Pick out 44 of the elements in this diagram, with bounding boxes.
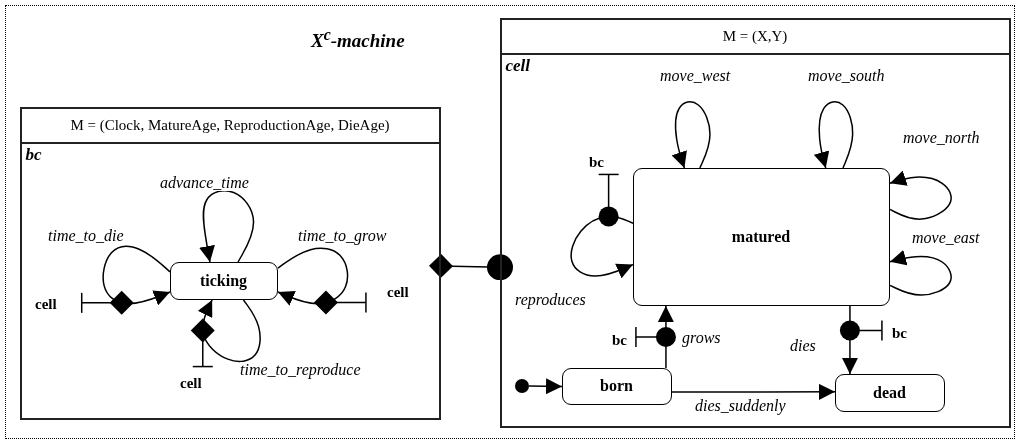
transition-arrow	[671, 383, 836, 400]
machine-name: bc	[25, 144, 42, 165]
self-loop-arrow	[197, 299, 261, 363]
state-name: born	[600, 377, 633, 395]
edge-label: move_west	[660, 68, 731, 84]
port-target-label: bc	[612, 333, 627, 348]
edge-label: time_to_reproduce	[240, 362, 361, 378]
state-variables-header: M = (X,Y)	[501, 19, 1009, 55]
state-box	[632, 167, 890, 306]
self-loop-arrow	[671, 101, 711, 169]
state-name: dead	[873, 383, 906, 402]
self-loop-arrow	[277, 247, 349, 306]
self-loop-arrow	[813, 101, 854, 169]
initial-state-dot	[514, 378, 529, 393]
state-name: matured	[731, 227, 791, 246]
edge-label: time_to_grow	[298, 228, 387, 244]
port-target-label: cell	[35, 297, 57, 312]
self-loop-arrow	[889, 170, 952, 220]
edge-label: move_north	[903, 130, 980, 146]
communication-link	[429, 254, 513, 281]
port-target-label: cell	[387, 285, 409, 300]
frame-heading: X$^{c}$-machine	[311, 26, 405, 53]
edge-label: reproduces	[515, 292, 586, 308]
state-box	[561, 367, 672, 405]
edge-label: move_south	[808, 68, 885, 84]
edge-label: time_to_die	[48, 228, 124, 244]
state-box	[169, 261, 278, 300]
transition-arrow	[528, 378, 563, 395]
port-target-label: bc	[589, 155, 604, 170]
state-box	[834, 373, 945, 412]
state-name: ticking	[199, 271, 248, 290]
self-loop-arrow	[889, 249, 952, 296]
transition-arrow	[657, 305, 674, 369]
self-loop-arrow	[570, 215, 634, 279]
edge-label: advance_time	[160, 175, 249, 191]
self-loop-arrow	[199, 190, 255, 263]
self-loop-arrow	[102, 245, 171, 306]
port-target-label: cell	[180, 376, 202, 391]
port-target-label: bc	[892, 326, 907, 341]
edge-label: move_east	[912, 230, 980, 246]
state-variables-header: M = (Clock, MatureAge, ReproductionAge, DieAge)	[21, 108, 439, 144]
edge-label: dies_suddenly	[695, 398, 786, 414]
edge-label: dies	[790, 338, 816, 354]
machine-name: cell	[505, 55, 531, 76]
